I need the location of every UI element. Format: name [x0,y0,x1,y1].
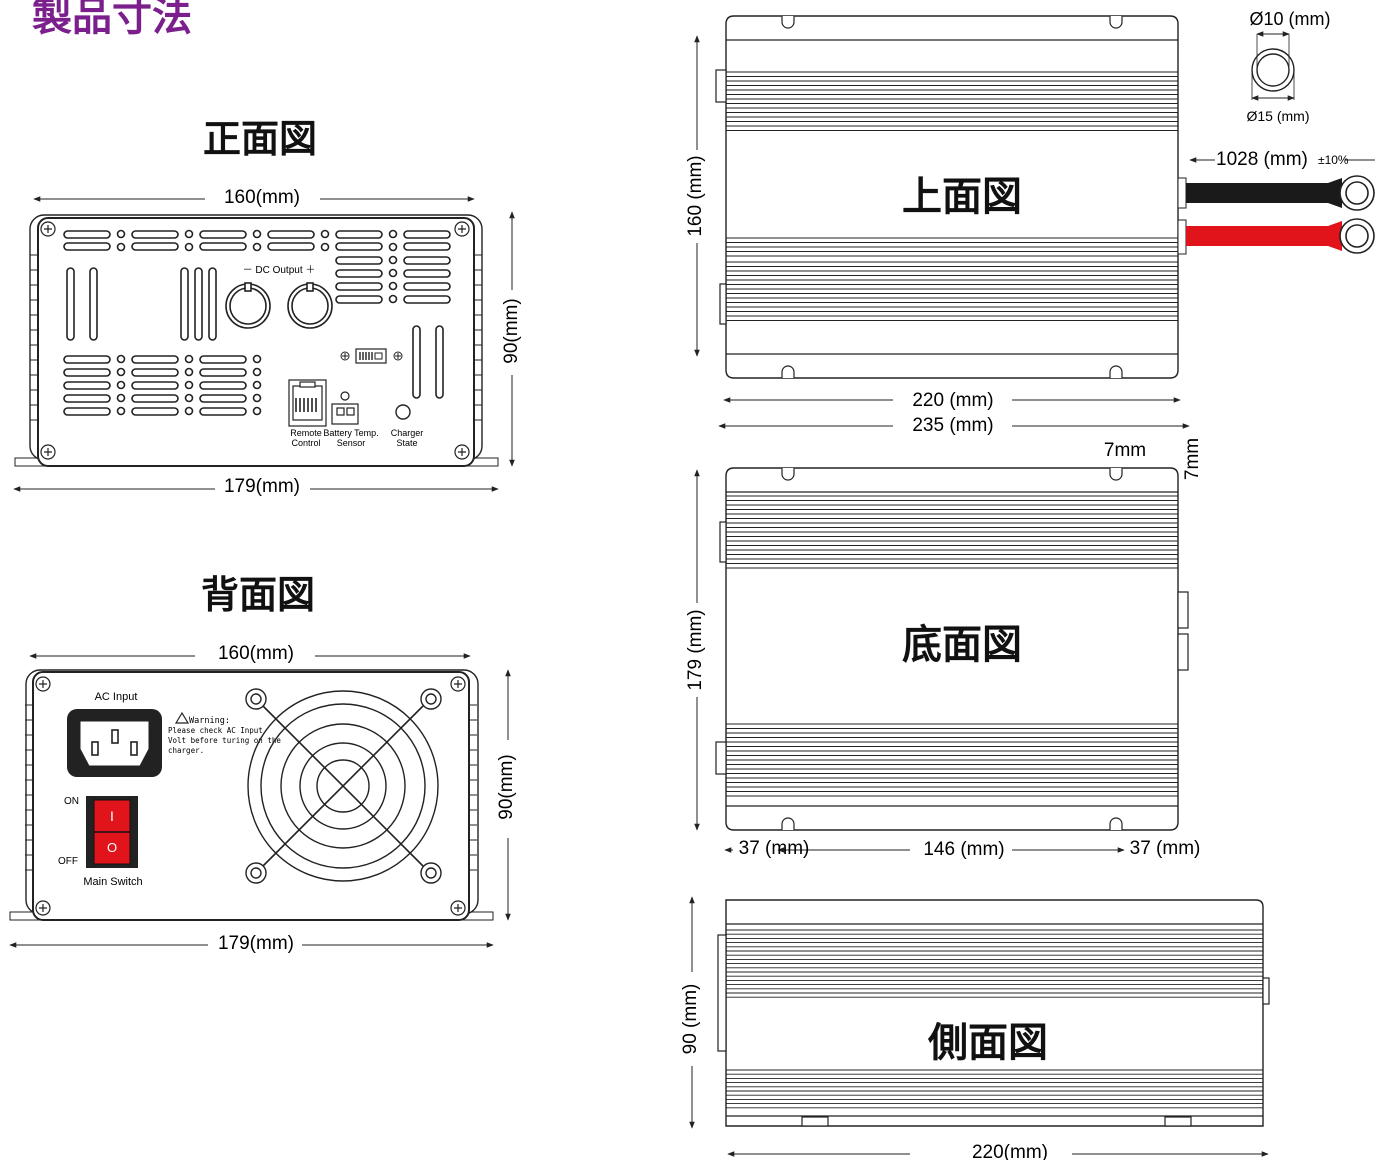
front-vent-slots-top [63,230,451,304]
front-dim-width: 160(mm) [224,187,300,208]
fan-screws [245,688,442,884]
top-dim-height: 160 (mm) [685,155,706,236]
black-cable [1186,183,1328,203]
bottom-housing [725,467,1179,831]
remote-control-port [288,379,327,427]
front-panel [37,217,475,467]
dc-output-label: － DC Output ＋ [243,265,316,276]
back-view: 背面図 160(mm) AC Input Warning: Please che… [9,573,517,954]
side-view: 側面図 90 (mm) 220(mm) [680,896,1270,1160]
top-left-tabs [715,69,727,325]
switch-off-label: OFF [58,856,78,867]
ring-inner-diameter: Ø10 (mm) [1250,9,1331,29]
charger-state-label-1: Charger [391,428,424,438]
ring-terminals [1339,175,1375,254]
ring-terminal-detail [1251,48,1295,92]
back-dim-outer: 179(mm) [218,933,294,954]
bottom-side-tabs [715,521,1189,775]
top-dim-235: 235 (mm) [912,415,993,436]
side-fins [726,929,1263,1109]
bottom-view-title: 底面図 [902,622,1022,668]
bottom-dim-146: 146 (mm) [923,839,1004,860]
ac-input-pins [91,729,138,756]
bottom-dim-height: 179 (mm) [685,609,706,690]
warning-title: Warning: [189,716,230,726]
bottom-dim-7-vertical: 7mm [1182,438,1203,480]
charger-state-led [395,404,411,420]
back-view-title: 背面図 [201,573,315,617]
bottom-view: 底面図 7mm 7mm 179 (mm) 37 (mm) 146 (mm) 37… [685,438,1203,860]
main-switch-off-glyph: O [107,840,117,855]
main-switch-label: Main Switch [83,876,142,888]
dc-output-terminals [225,282,333,329]
back-screw-crosses [39,680,462,912]
red-cable-crimp [1328,221,1342,251]
charger-state-label-2: State [396,438,417,448]
battery-temp-sensor-port [331,391,359,425]
side-view-title: 側面図 [927,1020,1048,1066]
warning-line-1: Please check AC Input [168,726,263,735]
top-fins [726,71,1178,321]
warning-icon [174,711,190,724]
bottom-dim-7-horizontal: 7mm [1104,440,1146,461]
top-housing [725,15,1179,379]
back-side-fins [25,704,477,871]
main-switch-on-glyph: I [110,808,114,824]
bottom-dim-37-left: 37 (mm) [739,838,810,859]
front-toggle [340,348,403,364]
top-view-title: 上面図 [902,174,1022,220]
cable-gland-red [1177,219,1187,255]
side-dim-height: 90 (mm) [680,984,701,1055]
front-vertical-slots [66,267,444,399]
ring-outer-ext-lines [1251,70,1295,100]
ring-inner-ext-lines [1256,34,1290,70]
bottom-mount-notches [781,468,1123,830]
bottom-dim-37-right: 37 (mm) [1130,838,1201,859]
remote-control-label-2: Control [291,438,320,448]
front-dim-outer: 179(mm) [224,476,300,497]
bottom-fins [726,495,1178,797]
ring-outer-diameter: Ø15 (mm) [1247,108,1310,124]
ac-input-label: AC Input [95,691,138,703]
remote-control-label-1: Remote [290,428,322,438]
cable-length: 1028 (mm) [1216,149,1308,170]
warning-line-2: Volt before turing on the [168,736,281,745]
battery-temp-label-2: Sensor [337,438,366,448]
front-screw-crosses [44,225,466,456]
top-dim-220: 220 (mm) [912,390,993,411]
cooling-fan [247,690,439,882]
front-view-title: 正面図 [203,117,317,161]
front-vent-slots-bottom [63,354,262,416]
back-dim-width: 160(mm) [218,643,294,664]
front-vent-holes-top [116,229,398,304]
red-cable [1186,226,1328,246]
side-dim-220: 220(mm) [972,1142,1048,1160]
top-view: 上面図 1028 (mm) ±10% Ø10 (mm) Ø15 (mm) 160… [685,9,1375,436]
top-mount-notches [781,16,1123,378]
side-housing [725,899,1264,1127]
battery-temp-label-1: Battery Temp. [323,428,378,438]
page-heading: 製品寸法 [32,0,192,40]
warning-line-3: charger. [168,746,204,755]
black-cable-crimp [1328,178,1342,208]
switch-on-label: ON [64,796,79,807]
front-side-fins [30,254,482,421]
front-dim-height: 90(mm) [501,298,522,363]
cable-gland-black [1177,177,1187,209]
front-view: 正面図 160(mm) [13,117,522,497]
back-dim-height: 90(mm) [496,754,517,819]
cable-length-tolerance: ±10% [1318,153,1349,167]
